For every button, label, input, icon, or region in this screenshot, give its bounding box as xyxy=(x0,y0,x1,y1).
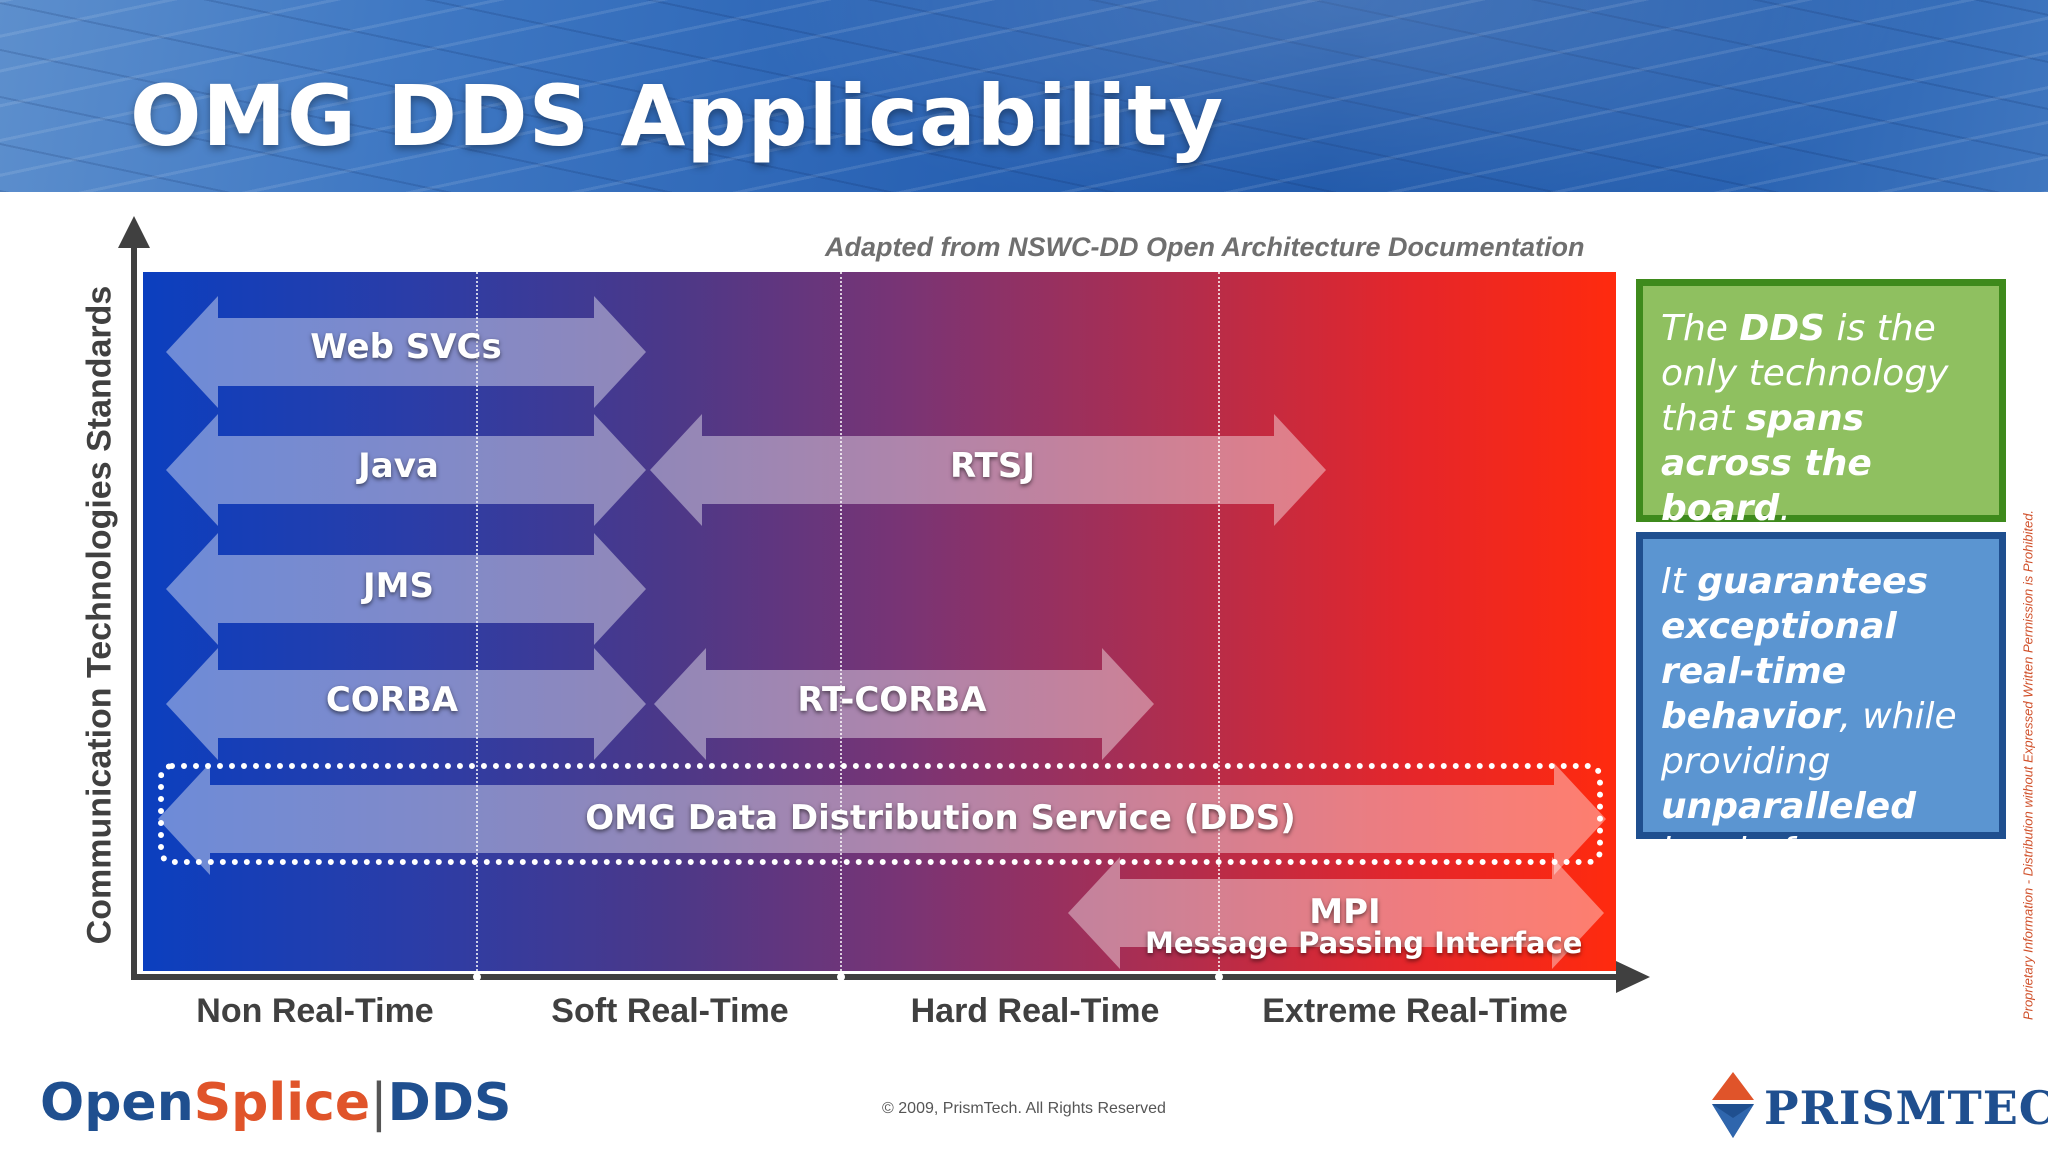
x-axis-arrowhead xyxy=(1616,961,1650,993)
callout-text: level of xyxy=(1661,831,1793,872)
x-category-hard-real-time: Hard Real-Time xyxy=(911,992,1160,1031)
y-axis-arrowhead xyxy=(118,216,150,248)
callout-text-bold: DDS xyxy=(1739,308,1825,349)
callout-text: ! xyxy=(1892,876,1918,917)
y-axis xyxy=(131,240,137,980)
web-svcs-label: Web SVCs xyxy=(166,327,646,367)
x-axis-tick xyxy=(473,973,481,981)
dds-callout-green: The DDS is the only technology that span… xyxy=(1636,279,2006,522)
header-banner: OMG DDS Applicability xyxy=(0,0,2048,192)
callout-text-bold: throughput xyxy=(1661,876,1892,917)
java-label: Java xyxy=(166,446,631,486)
dds-label: OMG Data Distribution Service (DDS) xyxy=(158,798,1723,838)
x-axis xyxy=(131,974,1621,980)
jms-label: JMS xyxy=(166,566,631,606)
x-category-soft-real-time: Soft Real-Time xyxy=(551,992,788,1031)
callout-text-bold: unparalleled xyxy=(1661,786,1916,827)
source-note: Adapted from NSWC-DD Open Architecture D… xyxy=(825,232,1585,263)
page-title: OMG DDS Applicability xyxy=(130,62,1224,170)
proprietary-note: Proprietary Information - Distribution w… xyxy=(2021,510,2036,1020)
callout-text: The xyxy=(1661,308,1739,349)
x-category-extreme-real-time: Extreme Real-Time xyxy=(1262,992,1568,1031)
prismtech-wordmark: PRISMTECH xyxy=(1764,1080,2048,1136)
x-axis-tick xyxy=(837,973,845,981)
y-axis-label: Communication Technologies Standards xyxy=(81,286,120,945)
callout-text: It xyxy=(1661,561,1697,602)
x-category-non-real-time: Non Real-Time xyxy=(196,992,433,1031)
prism-icon xyxy=(1712,1072,1754,1138)
rt-corba-label: RT-CORBA xyxy=(654,680,1130,720)
mpi-sublabel: Message Passing Interface xyxy=(1145,926,1545,960)
corba-label: CORBA xyxy=(166,680,618,720)
rtsj-label: RTSJ xyxy=(650,446,1335,486)
x-axis-tick xyxy=(1215,973,1223,981)
dds-callout-blue: It guarantees exceptional real-time beha… xyxy=(1636,532,2006,839)
callout-text: . xyxy=(1779,488,1790,529)
